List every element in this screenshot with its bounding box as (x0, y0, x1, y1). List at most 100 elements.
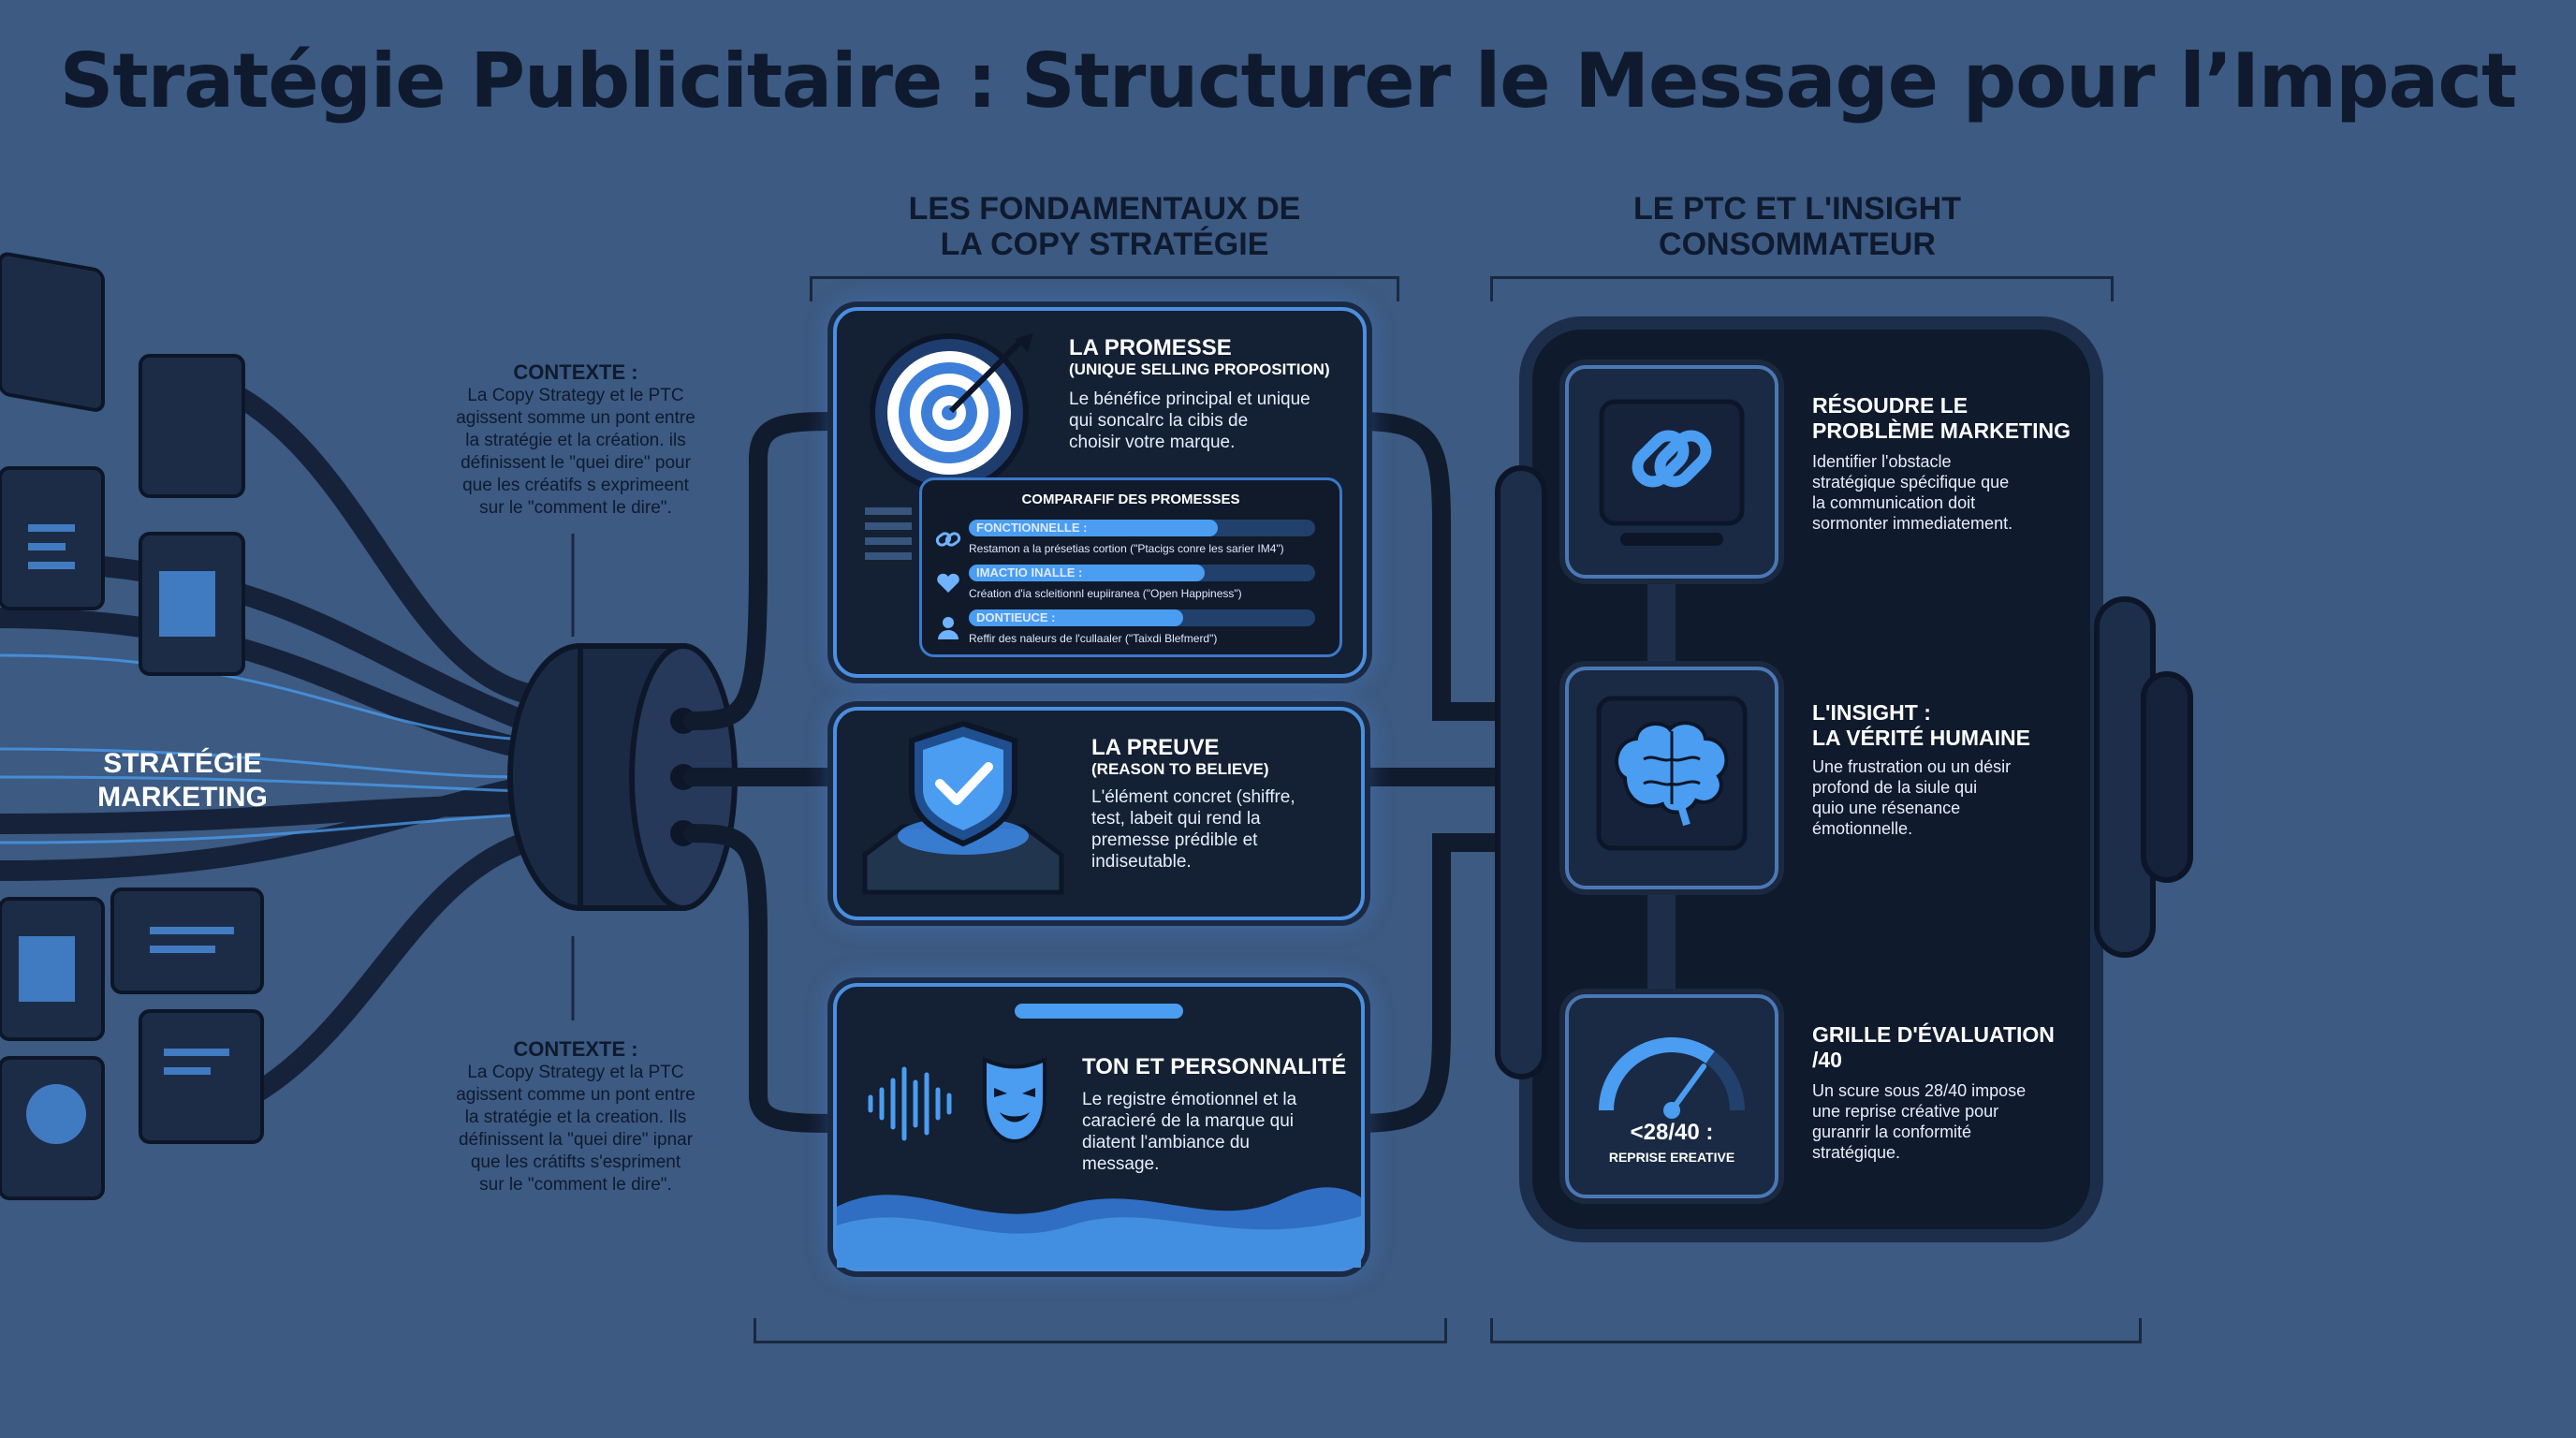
context-bottom-title: CONTEXTE : (513, 1037, 638, 1061)
comparatif-row-text: Création d'ia scleitionnl eupiiranea ("O… (969, 587, 1242, 600)
ton-card[interactable]: TON ET PERSONNALITÉ Le registre émotionn… (833, 983, 1365, 1271)
insight-body-line: Une frustration ou un désir (1812, 757, 2012, 776)
comparatif-bar-track: FONCTIONNELLE : (969, 520, 1315, 536)
insight-title-line2: LA VÉRITÉ HUMAINE (1812, 726, 2030, 750)
insight-body-line: quio une résenance (1812, 799, 1961, 817)
comparatif-row-label: IMACTIO INALLE : (976, 565, 1083, 580)
grille-body: Un scure sous 28/40 impose une reprise c… (1812, 1080, 2084, 1163)
comparatif-row-text: Reffir des naleurs de l'cullaaler ("Taix… (969, 632, 1218, 645)
wave-decoration (837, 1187, 1361, 1268)
promesse-body-line: qui soncalrc la cibis de (1069, 411, 1249, 431)
probleme-title-line1: RÉSOUDRE LE (1812, 393, 1969, 418)
user-icon (938, 617, 959, 639)
copy-strategy-bracket-bottom (754, 1318, 1447, 1343)
ton-body-line: caracìeré de la marque qui (1082, 1111, 1295, 1131)
comparatif-row-label: FONCTIONNELLE : (976, 521, 1088, 535)
gauge-icon (1599, 1037, 1745, 1119)
page-title: Stratégie Publicitaire : Structurer le M… (59, 37, 2517, 125)
ton-title: TON ET PERSONNALITÉ (1082, 1054, 1347, 1079)
probleme-body: Identifier l'obstacle stratégique spécif… (1812, 451, 2084, 534)
insight-body-line: émotionnelle. (1812, 819, 1913, 838)
preuve-body-line: test, labeit qui rend la (1091, 809, 1261, 829)
preuve-body-line: L'élément concret (shiffre, (1091, 787, 1295, 807)
target-icon (870, 333, 1033, 492)
context-top-line: sur le "comment le dire". (479, 498, 672, 518)
brain-icon (1596, 696, 1748, 851)
ptc-heading: LE PTC ET L'INSIGHT CONSOMMATEUR (1516, 191, 2078, 262)
grille-body-line: stratégique. (1812, 1143, 1901, 1162)
ptc-heading-line2: CONSOMMATEUR (1659, 227, 1936, 262)
context-top-line: La Copy Strategy et le PTC (467, 386, 684, 405)
insight-text: L'INSIGHT : LA VÉRITÉ HUMAINE Une frustr… (1812, 700, 2084, 839)
preuve-body-line: indiseutable. (1091, 852, 1192, 872)
promesse-title: LA PROMESSE (1069, 335, 1232, 360)
context-top: CONTEXTE : La Copy Strategy et le PTC ag… (412, 360, 739, 520)
promesse-card[interactable]: LA PROMESSE (UNIQUE SELLING PROPOSITION)… (833, 307, 1367, 678)
context-bottom-body: La Copy Strategy et la PTC agissent comm… (412, 1062, 739, 1196)
grille-icon-box: <28/40 : REPRISE EREATIVE (1565, 994, 1778, 1198)
promesse-body-line: Le bénéfice principal et unique (1069, 389, 1310, 409)
ton-body-line: diatent l'ambiance du (1082, 1133, 1250, 1152)
context-bottom-line: que les crátifts s'espriment (470, 1152, 681, 1172)
grille-body-line: guranrir la conformité (1812, 1123, 1972, 1141)
comparatif-row-text: Restamon a la présetias cortion ("Ptacig… (969, 542, 1284, 555)
preuve-body: L'élément concret (shiffre, test, labeit… (1091, 786, 1344, 873)
copy-strategy-heading-line2: LA COPY STRATÉGIE (940, 227, 1269, 262)
comparatif-bar-fill (969, 609, 1184, 626)
context-top-title: CONTEXTE : (513, 360, 638, 384)
grille-title-line1: GRILLE D'ÉVALUATION (1812, 1022, 2055, 1047)
probleme-text: RÉSOUDRE LE PROBLÈME MARKETING Identifie… (1812, 393, 2084, 534)
ptc-bracket-bottom (1490, 1318, 2142, 1343)
copy-strategy-heading: LES FONDAMENTAUX DE LA COPY STRATÉGIE (814, 191, 1395, 262)
probleme-title-line2: PROBLÈME MARKETING (1812, 418, 2071, 443)
gauge-value: <28/40 : (1630, 1120, 1714, 1145)
preuve-body-line: premesse prédible et (1091, 830, 1258, 850)
probleme-body-line: la communication doit (1812, 493, 1976, 512)
promesse-text: LA PROMESSE (UNIQUE SELLING PROPOSITION)… (1069, 335, 1350, 453)
insight-icon-box (1565, 667, 1778, 889)
probleme-icon-box (1565, 365, 1778, 579)
context-bottom-line: la stratégie et la creation. Ils (464, 1108, 687, 1127)
preuve-subtitle: (REASON TO BELIEVE) (1091, 760, 1269, 778)
copy-strategy-heading-line1: LES FONDAMENTAUX DE (908, 191, 1301, 227)
sound-wave-icon (868, 1066, 952, 1141)
ton-top-strip (1015, 1004, 1183, 1019)
comparatif-bar-fill (969, 520, 1219, 536)
hub-label-line2: MARKETING (97, 782, 268, 813)
context-bottom: CONTEXTE : La Copy Strategy et la PTC ag… (412, 1037, 739, 1196)
context-bottom-line: définissent la "quei dire" ipnar (458, 1130, 694, 1150)
vent-decoration (865, 507, 912, 582)
chain-link-icon (1599, 399, 1745, 546)
grille-text: GRILLE D'ÉVALUATION /40 Un scure sous 28… (1812, 1022, 2084, 1163)
grille-body-line: Un scure sous 28/40 impose (1812, 1081, 2027, 1100)
preuve-title: LA PREUVE (1091, 735, 1220, 760)
gauge-fill (1599, 1037, 1715, 1111)
link-icon (935, 532, 961, 547)
ton-body-line: Le registre émotionnel et la (1082, 1090, 1297, 1109)
context-top-line: définissent le "quei dire" pour (461, 453, 691, 473)
context-top-line: agissent somme un pont entre (456, 408, 695, 428)
context-top-body: La Copy Strategy et le PTC agissent somm… (412, 385, 739, 520)
comparatif-row-label: DONTIEUCE : (976, 610, 1056, 624)
copy-strategy-bracket-top (810, 276, 1399, 301)
grille-body-line: une reprise créative pour (1812, 1102, 1999, 1121)
context-bottom-line: La Copy Strategy et la PTC (467, 1063, 684, 1082)
theater-mask-icon (983, 1056, 1046, 1144)
comparatif-bar-fill (969, 565, 1205, 581)
ptc-bracket-top (1490, 276, 2114, 301)
preuve-text: LA PREUVE (REASON TO BELIEVE) L'élément … (1091, 735, 1344, 873)
context-bottom-line: agissent comme un pont entre (456, 1085, 695, 1105)
insight-title-line1: L'INSIGHT : (1812, 700, 1931, 725)
comparatif-bar-track: DONTIEUCE : (969, 609, 1315, 626)
hub-label: STRATÉGIE MARKETING (56, 747, 309, 814)
ptc-heading-line1: LE PTC ET L'INSIGHT (1633, 191, 1961, 227)
comparatif-title: COMPARAFIF DES PROMESSES (1021, 492, 1240, 507)
promesse-subtitle: (UNIQUE SELLING PROPOSITION) (1069, 360, 1330, 378)
context-bottom-line: sur le "comment le dire". (479, 1175, 672, 1195)
probleme-body-line: sormonter immediatement. (1812, 514, 2013, 533)
probleme-body-line: stratégique spécifique que (1812, 473, 2010, 492)
comparatif-panel: COMPARAFIF DES PROMESSES FONCTIONNELLE :… (919, 477, 1342, 657)
preuve-card[interactable]: LA PREUVE (REASON TO BELIEVE) L'élément … (833, 707, 1365, 920)
heart-icon (937, 573, 959, 593)
insight-body-line: profond de la siule qui (1812, 778, 1978, 797)
